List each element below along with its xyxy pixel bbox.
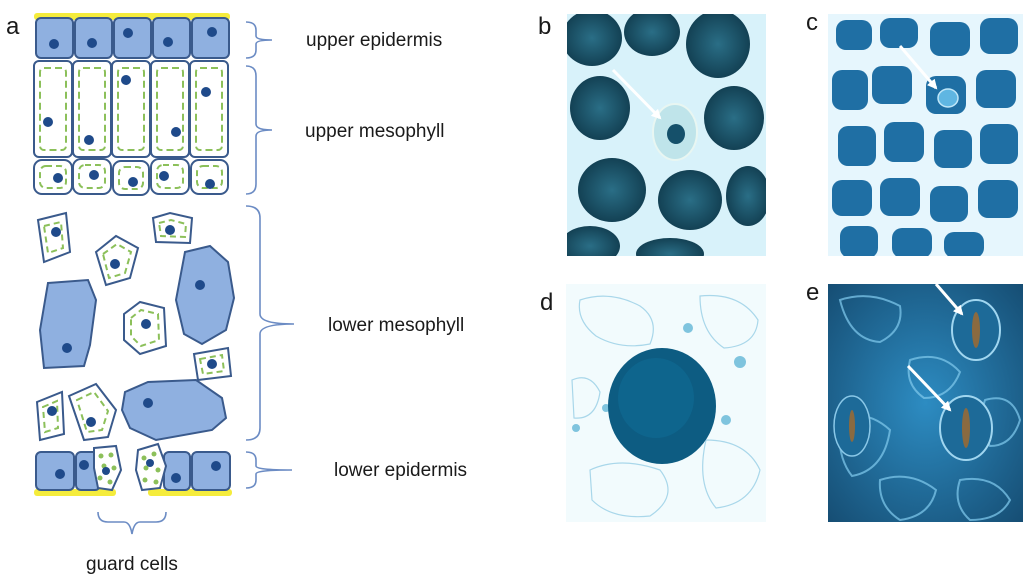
- label-guard-cells: guard cells: [86, 554, 178, 575]
- layer-brackets: [97, 21, 295, 535]
- upper-mesophyll-small-cells: [33, 158, 229, 196]
- panel-label-e: e: [806, 279, 819, 306]
- panel-label-d: d: [540, 289, 553, 316]
- bracket-lower-epidermis: [245, 451, 293, 489]
- arrow-e-lower: [906, 364, 952, 412]
- palisade-cells: [33, 60, 229, 158]
- panel-label-a: a: [6, 13, 20, 40]
- bracket-upper-epidermis: [245, 21, 273, 59]
- bracket-lower-mesophyll: [245, 205, 295, 441]
- lower-epidermis-cells: [35, 451, 231, 491]
- palisade-nuclei: [43, 75, 211, 145]
- lower-epidermis-nuclei: [55, 459, 221, 483]
- micrograph-d: [566, 284, 766, 522]
- bracket-guard-cells: [97, 511, 167, 535]
- label-lower-mesophyll: lower mesophyll: [328, 315, 464, 336]
- micrograph-b: [567, 14, 766, 256]
- upper-mesophyll-small-nuclei: [53, 170, 215, 189]
- label-upper-epidermis: upper epidermis: [306, 30, 442, 51]
- micrograph-c: [828, 14, 1023, 256]
- panel-label-b: b: [538, 13, 551, 40]
- arrow-e-upper: [934, 283, 964, 316]
- upper-mesophyll-small-chloroplasts: [39, 164, 223, 190]
- upper-epidermis-cells: [35, 17, 230, 59]
- upper-epidermis-nuclei: [49, 27, 217, 49]
- label-upper-mesophyll: upper mesophyll: [305, 121, 444, 142]
- spongy-blue-cells: [38, 244, 236, 442]
- panel-label-c: c: [806, 9, 818, 36]
- target-cell-c: [937, 88, 959, 108]
- spongy-nuclei: [47, 225, 217, 427]
- label-lower-epidermis: lower epidermis: [334, 460, 467, 481]
- guard-cell-chloroplasts: [97, 451, 161, 485]
- micrograph-e: [828, 284, 1023, 522]
- arrow-b: [611, 68, 662, 120]
- stomata-e: [833, 299, 1001, 461]
- spongy-chloroplasts: [41, 218, 226, 434]
- bracket-upper-mesophyll: [245, 65, 273, 195]
- palisade-chloroplasts: [39, 67, 223, 151]
- arrow-c: [898, 45, 938, 90]
